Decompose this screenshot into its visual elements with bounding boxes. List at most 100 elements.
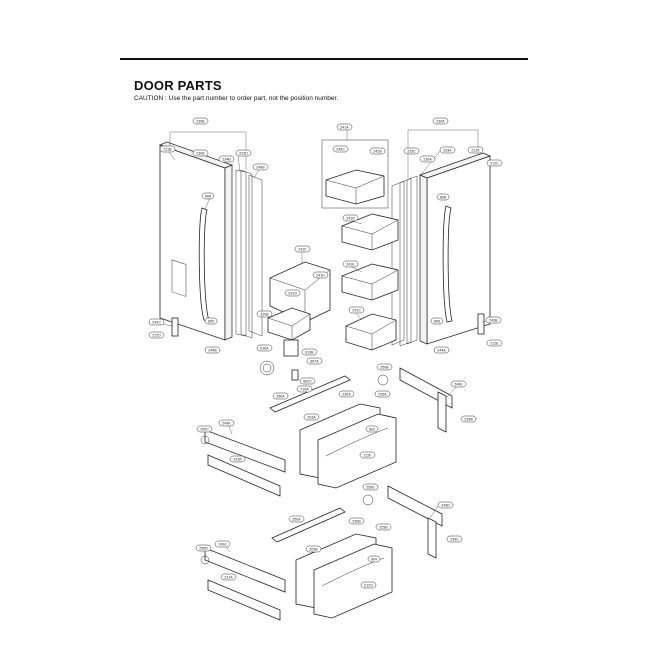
roller-250d [200, 555, 210, 565]
bin-241b [325, 169, 385, 205]
slide-239c [427, 517, 437, 559]
callout-212e: 212E [486, 339, 503, 347]
callout-616a: 616A [256, 344, 273, 352]
svg-text:804: 804 [371, 557, 377, 561]
svg-text:203A: 203A [307, 415, 316, 419]
callout-241f: 241F [294, 245, 311, 253]
part-662c [291, 369, 299, 381]
callout-244b: 244B [204, 346, 221, 354]
door-bins [267, 139, 399, 351]
bin-241d [341, 213, 399, 251]
callout-802: 802 [365, 425, 379, 433]
svg-text:230B: 230B [352, 519, 361, 523]
right-door-handle [442, 205, 453, 323]
callout-613b: 613B [301, 348, 318, 356]
callout-243b: 243B [485, 316, 502, 324]
callout-241a: 241A [336, 123, 353, 131]
svg-text:241E: 241E [346, 262, 355, 266]
left-door-gasket [240, 169, 253, 339]
callout-805-b: 805 [430, 317, 444, 325]
callout-211b: 211B [159, 145, 176, 153]
left-hinge-bracket [171, 317, 179, 337]
svg-text:310B: 310B [260, 312, 269, 316]
svg-text:249B: 249B [256, 165, 265, 169]
svg-text:805: 805 [434, 319, 440, 323]
svg-text:808: 808 [205, 194, 211, 198]
rail-231a [207, 579, 281, 621]
callout-804: 804 [367, 555, 381, 563]
svg-text:250B: 250B [380, 365, 389, 369]
callout-203a: 203A [303, 413, 320, 421]
svg-text:234B: 234B [222, 157, 231, 161]
svg-text:241H: 241H [316, 273, 325, 277]
callout-233c: 233C [403, 147, 420, 155]
svg-text:239B: 239B [464, 417, 473, 421]
callout-241e: 241E [342, 260, 359, 268]
callout-243c: 243C [148, 318, 165, 326]
bin-241g [267, 307, 311, 341]
callout-667a: 667A [306, 357, 323, 365]
left-door-gasket-inner [248, 174, 263, 337]
callout-212c: 212C [486, 159, 503, 167]
callout-241c: 241C [348, 306, 365, 314]
left-door-outer-panel [159, 144, 226, 341]
svg-text:230B: 230B [196, 119, 205, 123]
svg-text:249J: 249J [219, 542, 227, 546]
svg-text:211A: 211A [471, 148, 480, 152]
callout-250a: 250A [272, 392, 289, 400]
callout-230a-2: 230A [419, 155, 436, 163]
svg-text:802: 802 [369, 427, 375, 431]
svg-text:667A: 667A [310, 359, 319, 363]
callout-249e: 249E [450, 380, 467, 388]
callout-239c: 239C [446, 535, 463, 543]
svg-text:241A: 241A [340, 125, 349, 129]
svg-text:212C: 212C [490, 161, 499, 165]
callout-231a: 231A [220, 573, 237, 581]
svg-text:230A: 230A [436, 119, 445, 123]
top-rule [120, 58, 528, 60]
callout-250a-2: 250A [288, 515, 305, 523]
svg-text:225A: 225A [378, 392, 387, 396]
svg-text:244B: 244B [208, 348, 217, 352]
part-616a-coil [259, 360, 275, 376]
svg-text:616A: 616A [260, 346, 269, 350]
part-250b-roller [377, 374, 389, 386]
bin-inset-frame [321, 139, 389, 209]
callout-labels: 230B 211B 230B 234B 233D 249B 808 243C 2… [148, 117, 503, 589]
right-door-assembly [391, 129, 491, 347]
callout-211a: 211A [467, 146, 484, 154]
slide-239b [437, 391, 447, 433]
callout-808: 808 [201, 192, 215, 200]
callout-249j: 249J [214, 540, 231, 548]
small-parts [259, 339, 389, 386]
right-door-liner [406, 175, 418, 345]
callout-239b: 239B [460, 415, 477, 423]
svg-text:203B: 203B [309, 547, 318, 551]
svg-text:212G: 212G [364, 583, 373, 587]
callout-249d: 249D [437, 501, 454, 509]
rail-231b [207, 454, 281, 497]
svg-text:233C: 233C [407, 149, 416, 153]
svg-text:662C: 662C [303, 379, 312, 383]
svg-text:250A: 250A [292, 517, 301, 521]
drawer-handle-upper [325, 427, 389, 457]
callout-250d: 250D [195, 544, 212, 552]
callout-203b: 203B [305, 545, 322, 553]
callout-250c: 250C [196, 425, 213, 433]
svg-text:225B: 225B [379, 525, 388, 529]
callout-241b: 241B [369, 147, 386, 155]
roller-250c [200, 435, 210, 445]
svg-text:808: 808 [440, 195, 446, 199]
rail-249d [387, 485, 443, 527]
right-door-gasket [399, 177, 412, 347]
callout-230a: 230A [432, 117, 449, 125]
callout-230b: 230B [192, 117, 209, 125]
svg-text:250C: 250C [200, 427, 209, 431]
left-door-dispenser-panel [171, 259, 187, 297]
svg-text:244A: 244A [437, 348, 446, 352]
rail-250a-upper [269, 375, 351, 413]
svg-text:230B: 230B [196, 151, 205, 155]
svg-text:239C: 239C [450, 537, 459, 541]
